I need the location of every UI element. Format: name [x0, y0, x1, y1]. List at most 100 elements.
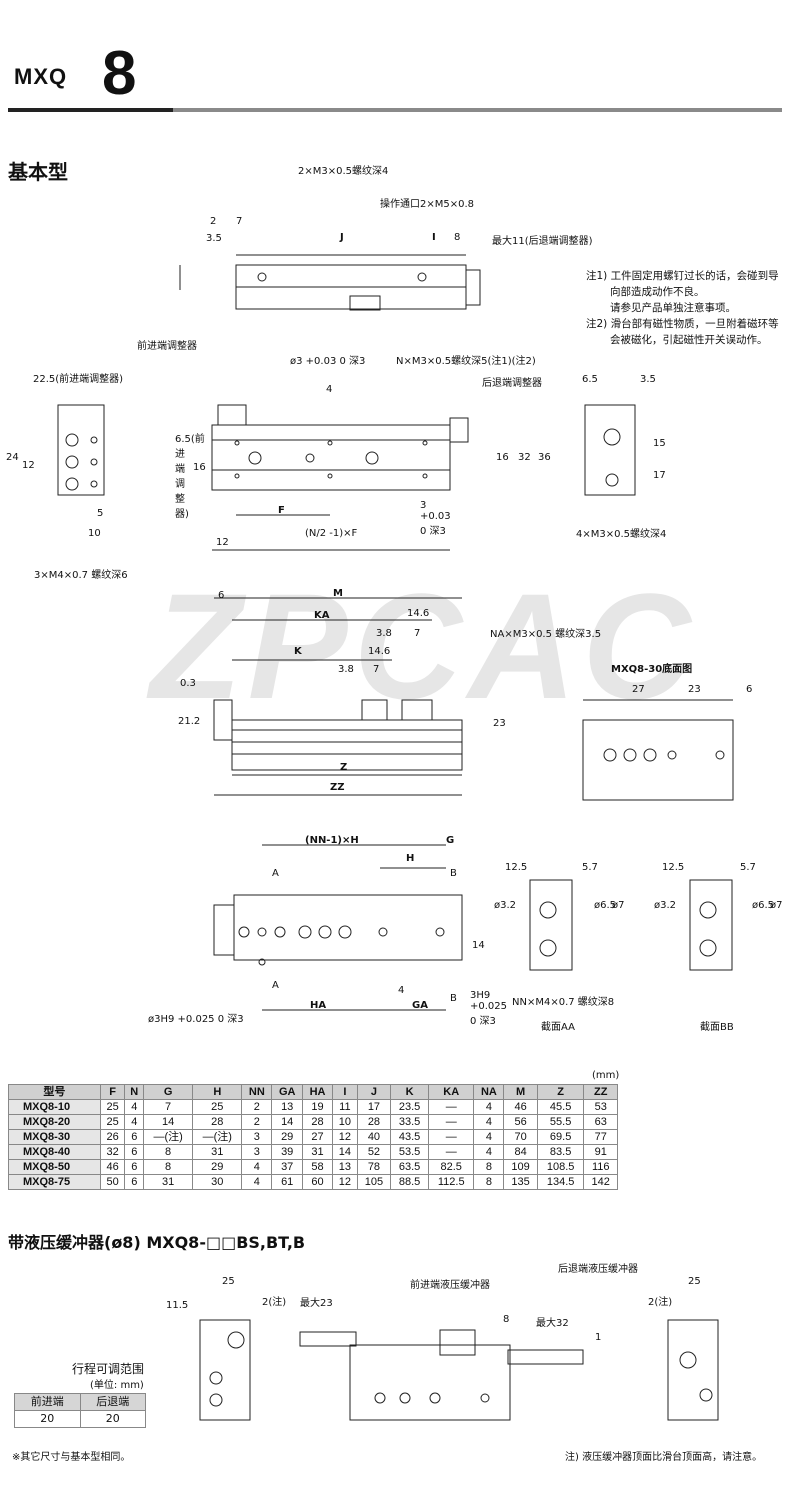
dim-32: 32	[518, 452, 531, 463]
dim-J: J	[340, 232, 344, 243]
table-cell: 4	[124, 1114, 145, 1130]
model-cell: MXQ8-20	[8, 1114, 101, 1130]
stroke-value-rear: 20	[79, 1410, 146, 1428]
col-header: ZZ	[583, 1084, 618, 1100]
label-section-aa: 截面AA	[541, 1022, 575, 1033]
table-cell: 3	[241, 1129, 273, 1145]
dim-6-5: 6.5	[582, 374, 598, 385]
right-side-view	[584, 404, 636, 496]
dim-4-b: 4	[398, 985, 405, 996]
label-front-adjuster-side: 6.5(前进端调整器)	[175, 434, 205, 520]
dim-7: 7	[236, 216, 243, 227]
col-header: I	[332, 1084, 358, 1100]
dim-21-2: 21.2	[178, 716, 201, 727]
col-header: F	[99, 1084, 126, 1100]
footer-right-note: 注) 液压缓冲器顶面比滑台顶面高，请注意。	[565, 1452, 763, 1463]
table-cell: 8	[473, 1174, 505, 1190]
table-cell: 13	[271, 1099, 304, 1115]
dim-3-5-side: 3.5	[640, 374, 656, 385]
dim-12: 12	[22, 460, 35, 471]
label-rear-absorber: 后退端液压缓冲器	[558, 1264, 638, 1275]
stroke-range-title: 行程可调范围	[72, 1362, 145, 1376]
label-B-top: B	[450, 868, 457, 879]
col-header: HA	[302, 1084, 334, 1100]
label-slot-bottom: 3H9 +0.025 0 深3	[470, 990, 508, 1027]
label-port: 操作通口2×M5×0.8	[380, 199, 475, 210]
dim-11-5: 11.5	[166, 1300, 189, 1311]
dim-F: F	[278, 505, 285, 516]
section-bb-view	[689, 879, 733, 971]
table-cell: 27	[302, 1129, 334, 1145]
table-cell: 31	[192, 1144, 243, 1160]
table-cell: 4	[241, 1174, 273, 1190]
dim-1-shock: 1	[595, 1332, 602, 1343]
dim-4: 4	[326, 384, 333, 395]
notes-block: 注1) 工件固定用螺钉过长的话，会碰到导 向部造成动作不良。 请参见产品单独注意…	[586, 268, 786, 348]
table-cell: —(注)	[143, 1129, 194, 1145]
table-cell: 108.5	[536, 1159, 585, 1175]
table-cell: 4	[473, 1129, 505, 1145]
label-max23: 最大23	[300, 1298, 333, 1309]
table-cell: —	[428, 1114, 475, 1130]
col-header: GA	[271, 1084, 304, 1100]
table-cell: 29	[271, 1129, 304, 1145]
absorber-body-view	[349, 1344, 511, 1421]
table-cell: 53.5	[390, 1144, 430, 1160]
dim-6-5-aa: ø6.5	[594, 900, 617, 911]
table-cell: 40	[356, 1129, 392, 1145]
dim-14: 14	[472, 940, 485, 951]
table-cell: 4	[473, 1114, 505, 1130]
table-cell: 6	[124, 1144, 145, 1160]
label-pin-hole: ø3 +0.03 0 深3	[290, 356, 366, 367]
spec-table-header: 型号 F N G H NN GA HA I J K KA NA M Z ZZ	[8, 1084, 618, 1100]
label-nn-formula: (NN-1)×H	[305, 835, 359, 846]
col-header: Z	[536, 1084, 585, 1100]
series-name: MXQ	[14, 64, 68, 89]
table-cell: 14	[143, 1114, 194, 1130]
table-cell: —(注)	[192, 1129, 243, 1145]
dim-25-left: 25	[222, 1276, 235, 1287]
table-cell: 105	[356, 1174, 392, 1190]
dim-14-6-b: 14.6	[368, 646, 391, 657]
dim-3-8: 3.8	[376, 628, 392, 639]
table-cell: 63.5	[390, 1159, 430, 1175]
dim-8: 8	[454, 232, 461, 243]
table-cell: 53	[583, 1099, 618, 1115]
table-cell: 3	[241, 1144, 273, 1160]
dim-24: 24	[6, 452, 19, 463]
label-2note-left: 2(注)	[262, 1297, 287, 1308]
table-cell: 13	[332, 1159, 358, 1175]
table-cell: —	[428, 1129, 475, 1145]
table-cell: 26	[99, 1129, 126, 1145]
dim-5-7-aa: 5.7	[582, 862, 598, 873]
table-cell: 4	[473, 1099, 505, 1115]
body-bottom	[233, 894, 463, 961]
slot-top	[349, 295, 381, 311]
model-cell: MXQ8-75	[8, 1174, 101, 1190]
dim-6: 6	[218, 590, 225, 601]
rail-front	[211, 439, 451, 471]
table-cell: 55.5	[536, 1114, 585, 1130]
dim-0-3: 0.3	[180, 678, 196, 689]
table-cell: —	[428, 1144, 475, 1160]
label-B-bottom: B	[450, 993, 457, 1004]
col-header: K	[390, 1084, 430, 1100]
dim-3-5: 3.5	[206, 233, 222, 244]
table-cell: 4	[473, 1144, 505, 1160]
absorber-left-view	[199, 1319, 251, 1421]
table-cell: 33.5	[390, 1114, 430, 1130]
dim-5-7-bb: 5.7	[740, 862, 756, 873]
dim-2: 2	[210, 216, 217, 227]
table-cell: 8	[473, 1159, 505, 1175]
note-line: 注1) 工件固定用螺钉过长的话，会碰到导	[586, 270, 779, 282]
table-cell: 78	[356, 1159, 392, 1175]
col-header: G	[143, 1084, 194, 1100]
col-header: NA	[473, 1084, 505, 1100]
label-max-back: 最大11(后退端调整器)	[492, 236, 593, 247]
table-cell: 45.5	[536, 1099, 585, 1115]
table-cell: 2	[241, 1114, 273, 1130]
slide-table-top	[235, 264, 467, 288]
mxq8-30-bottom-view	[582, 719, 734, 801]
